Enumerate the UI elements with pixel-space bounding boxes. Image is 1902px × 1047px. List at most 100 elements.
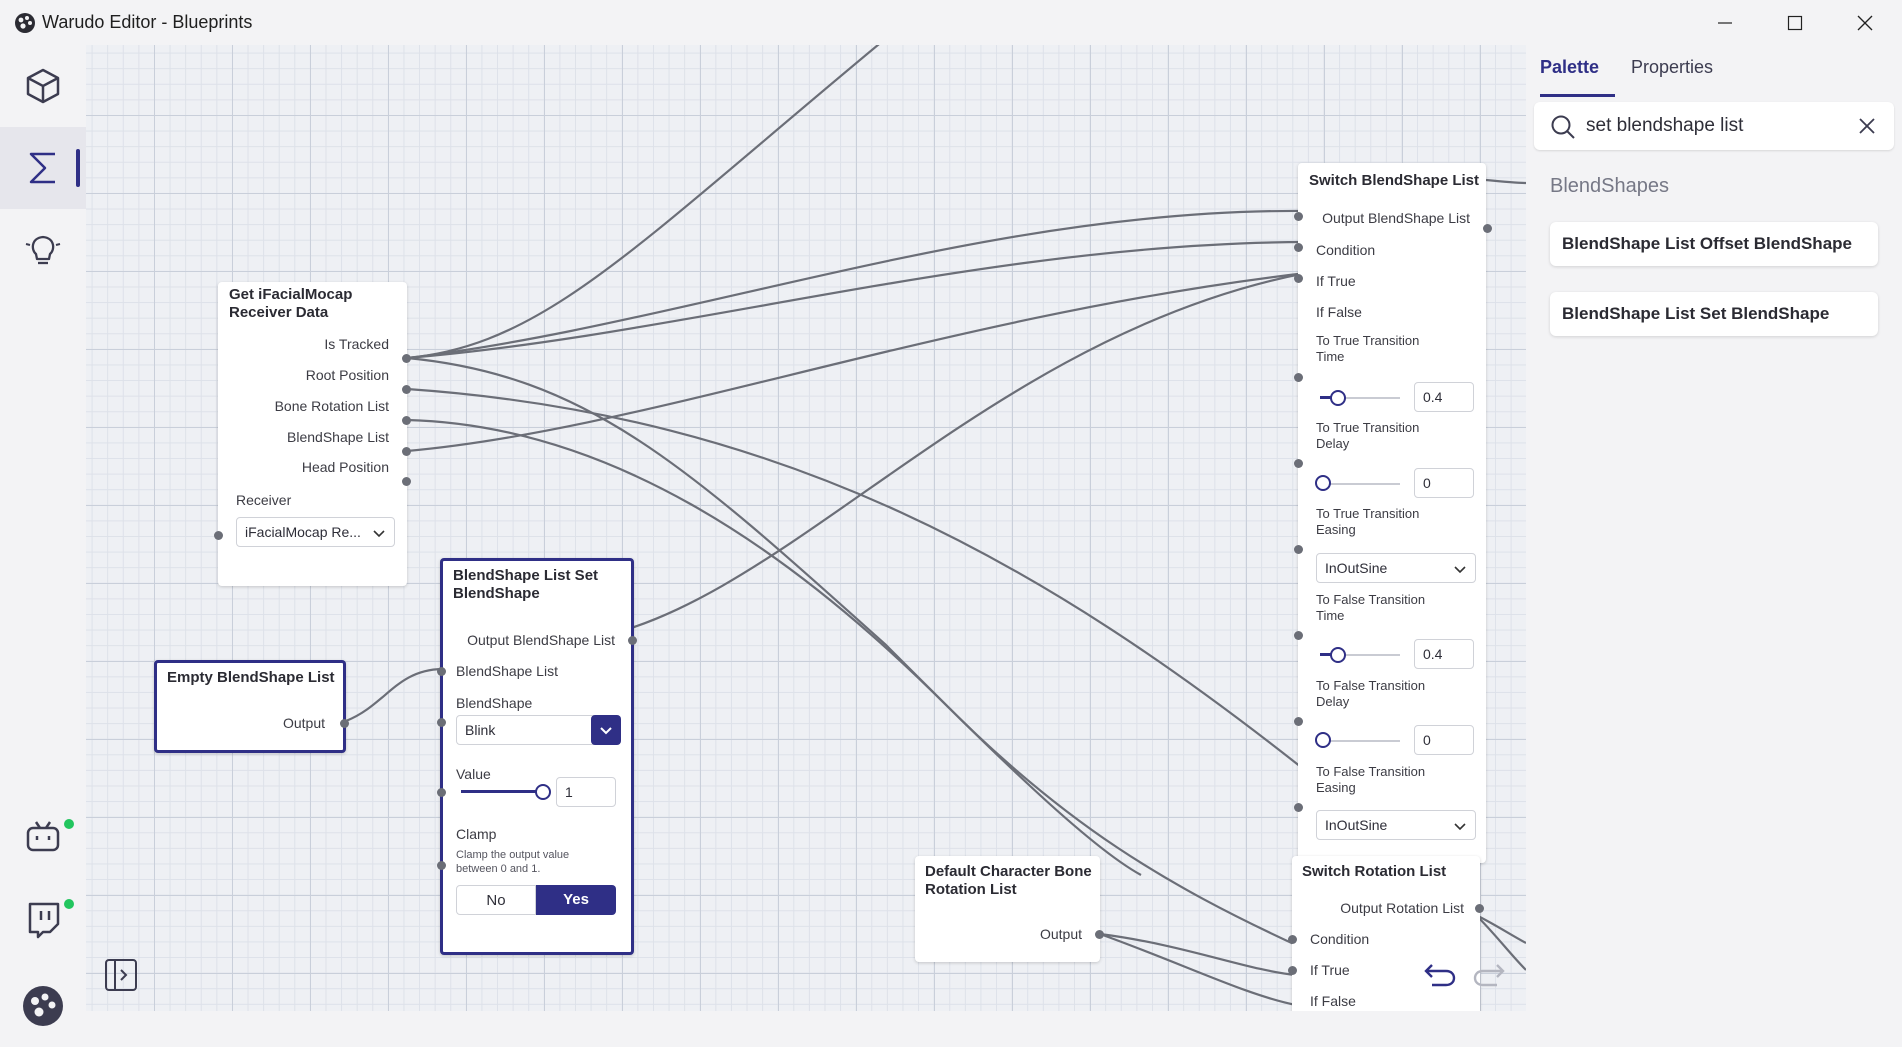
clamp-yes-button[interactable]: Yes xyxy=(536,885,616,915)
if-true-label: If True xyxy=(1310,962,1350,978)
tt-delay-input[interactable]: 0 xyxy=(1414,468,1474,498)
port-blendshape[interactable] xyxy=(437,718,446,727)
maximize-button[interactable] xyxy=(1760,0,1830,45)
sidebar-item-twitch[interactable] xyxy=(0,879,86,961)
port-bone-rotation-list[interactable] xyxy=(402,416,411,425)
port-to-false-transition-easing[interactable] xyxy=(1294,803,1303,812)
chevron-down-icon xyxy=(1454,823,1466,831)
tt-time-slider-knob[interactable] xyxy=(1330,390,1346,406)
tt-easing-select[interactable]: InOutSine xyxy=(1316,553,1476,583)
window-title: Warudo Editor - Blueprints xyxy=(42,12,253,32)
port-to-true-transition-time[interactable] xyxy=(1294,373,1303,382)
minimize-button[interactable] xyxy=(1690,0,1760,45)
tt-time-input[interactable]: 0.4 xyxy=(1414,382,1474,412)
tt-time-slider-track[interactable] xyxy=(1320,397,1400,399)
port-to-false-transition-time[interactable] xyxy=(1294,631,1303,640)
tf-delay-slider-track[interactable] xyxy=(1320,740,1400,742)
port-condition[interactable] xyxy=(1288,935,1297,944)
node-empty-blendshape-list[interactable]: Empty BlendShape List Output xyxy=(154,660,349,753)
output-rotation-list-label: Output Rotation List xyxy=(1340,900,1464,916)
tf-easing-select[interactable]: InOutSine xyxy=(1316,810,1476,840)
node-title: Switch BlendShape List xyxy=(1309,172,1480,189)
tf-time-input[interactable]: 0.4 xyxy=(1414,639,1474,669)
clamp-no-button[interactable]: No xyxy=(456,885,536,915)
port-if-true[interactable] xyxy=(1288,966,1297,975)
panel-expand-icon xyxy=(105,959,137,991)
port-head-position[interactable] xyxy=(402,477,411,486)
warudo-app-icon xyxy=(23,986,63,1026)
port-if-true[interactable] xyxy=(1294,243,1303,252)
node-switch-blendshape-list[interactable]: Switch BlendShape List Output BlendShape… xyxy=(1294,163,1492,863)
port-output-rotation-list[interactable] xyxy=(1475,904,1484,913)
node-title: Default Character Bone Rotation List xyxy=(925,863,1092,898)
tt-delay-slider-track[interactable] xyxy=(1320,483,1400,485)
output-root-position: Root Position xyxy=(305,367,389,383)
node-blendshape-list-set-blendshape[interactable]: BlendShape List Set BlendShape Output Bl… xyxy=(437,558,637,955)
port-output[interactable] xyxy=(1095,930,1104,939)
palette-search[interactable]: set blendshape list xyxy=(1534,102,1894,150)
port-output-blendshape-list[interactable] xyxy=(628,636,637,645)
port-blendshape-list[interactable] xyxy=(402,447,411,456)
port-clamp[interactable] xyxy=(437,861,446,870)
tf-time-slider-track[interactable] xyxy=(1320,654,1400,656)
blendshape-value: Blink xyxy=(465,722,496,738)
to-true-transition-delay-label: To True Transition Delay xyxy=(1316,420,1420,451)
chevron-down-icon xyxy=(600,727,612,735)
port-to-false-transition-delay[interactable] xyxy=(1294,717,1303,726)
tf-time-slider-knob[interactable] xyxy=(1330,647,1346,663)
value-input[interactable]: 1 xyxy=(556,777,616,807)
tv-icon xyxy=(26,821,60,852)
maximize-icon xyxy=(1787,15,1803,30)
chevron-down-icon xyxy=(1454,566,1466,574)
tf-delay-input[interactable]: 0 xyxy=(1414,725,1474,755)
output-label: Output xyxy=(1039,926,1082,942)
condition-label: Condition xyxy=(1310,931,1370,947)
port-to-true-transition-delay[interactable] xyxy=(1294,459,1303,468)
port-value[interactable] xyxy=(437,788,446,797)
clamp-description: Clamp the output value between 0 and 1. xyxy=(456,849,570,875)
sidebar-item-bilibili[interactable] xyxy=(0,797,86,879)
port-receiver[interactable] xyxy=(214,531,223,540)
tf-delay-slider-knob[interactable] xyxy=(1315,732,1331,748)
undo-button[interactable] xyxy=(1422,957,1458,993)
undo-icon xyxy=(1424,964,1456,987)
close-button[interactable] xyxy=(1830,0,1900,45)
sidebar-item-scene[interactable] xyxy=(0,45,86,127)
value-slider-knob[interactable] xyxy=(535,784,551,800)
sidebar-item-tips[interactable] xyxy=(0,209,86,291)
port-is-tracked[interactable] xyxy=(402,354,411,363)
online-status-dot xyxy=(64,899,74,909)
blendshape-dropdown-button[interactable] xyxy=(591,715,621,745)
toggle-sidebar-button[interactable] xyxy=(104,958,138,992)
sidebar-item-blueprints[interactable] xyxy=(0,127,86,209)
redo-button[interactable] xyxy=(1471,957,1507,993)
clear-search-icon[interactable] xyxy=(1859,118,1875,134)
tf-time-slider-fill xyxy=(1320,653,1337,656)
blendshape-select[interactable]: Blink xyxy=(456,715,616,745)
blueprint-canvas[interactable]: Get iFacialMocap Receiver Data Is Tracke… xyxy=(86,45,1526,1011)
receiver-label: Receiver xyxy=(236,492,292,508)
active-indicator xyxy=(76,149,80,187)
port-root-position[interactable] xyxy=(402,385,411,394)
sidebar-item-warudo[interactable] xyxy=(0,965,86,1047)
tab-properties[interactable]: Properties xyxy=(1631,57,1714,77)
to-false-transition-delay-label: To False Transition Delay xyxy=(1316,678,1426,709)
node-wires xyxy=(345,45,1526,1007)
port-condition[interactable] xyxy=(1294,212,1303,221)
tab-palette[interactable]: Palette xyxy=(1540,57,1600,77)
node-default-character-bone-rotation-list[interactable]: Default Character Bone Rotation List Out… xyxy=(915,856,1104,962)
search-input[interactable]: set blendshape list xyxy=(1586,115,1744,136)
tt-delay-slider-knob[interactable] xyxy=(1315,475,1331,491)
port-if-false[interactable] xyxy=(1294,274,1303,283)
palette-item-blendshape-list-set[interactable]: BlendShape List Set BlendShape xyxy=(1550,292,1878,336)
port-output[interactable] xyxy=(340,719,349,728)
port-to-true-transition-easing[interactable] xyxy=(1294,545,1303,554)
value-label: Value xyxy=(456,766,491,782)
node-get-ifacialmocap-receiver-data[interactable]: Get iFacialMocap Receiver Data Is Tracke… xyxy=(214,282,411,586)
output-bone-rotation-list: Bone Rotation List xyxy=(274,398,389,414)
port-output-blendshape-list[interactable] xyxy=(1483,224,1492,233)
chevron-down-icon xyxy=(373,530,385,538)
port-input-blendshape-list[interactable] xyxy=(437,667,446,676)
palette-item-blendshape-list-offset[interactable]: BlendShape List Offset BlendShape xyxy=(1550,222,1878,266)
receiver-select[interactable]: iFacialMocap Re... xyxy=(236,517,395,547)
